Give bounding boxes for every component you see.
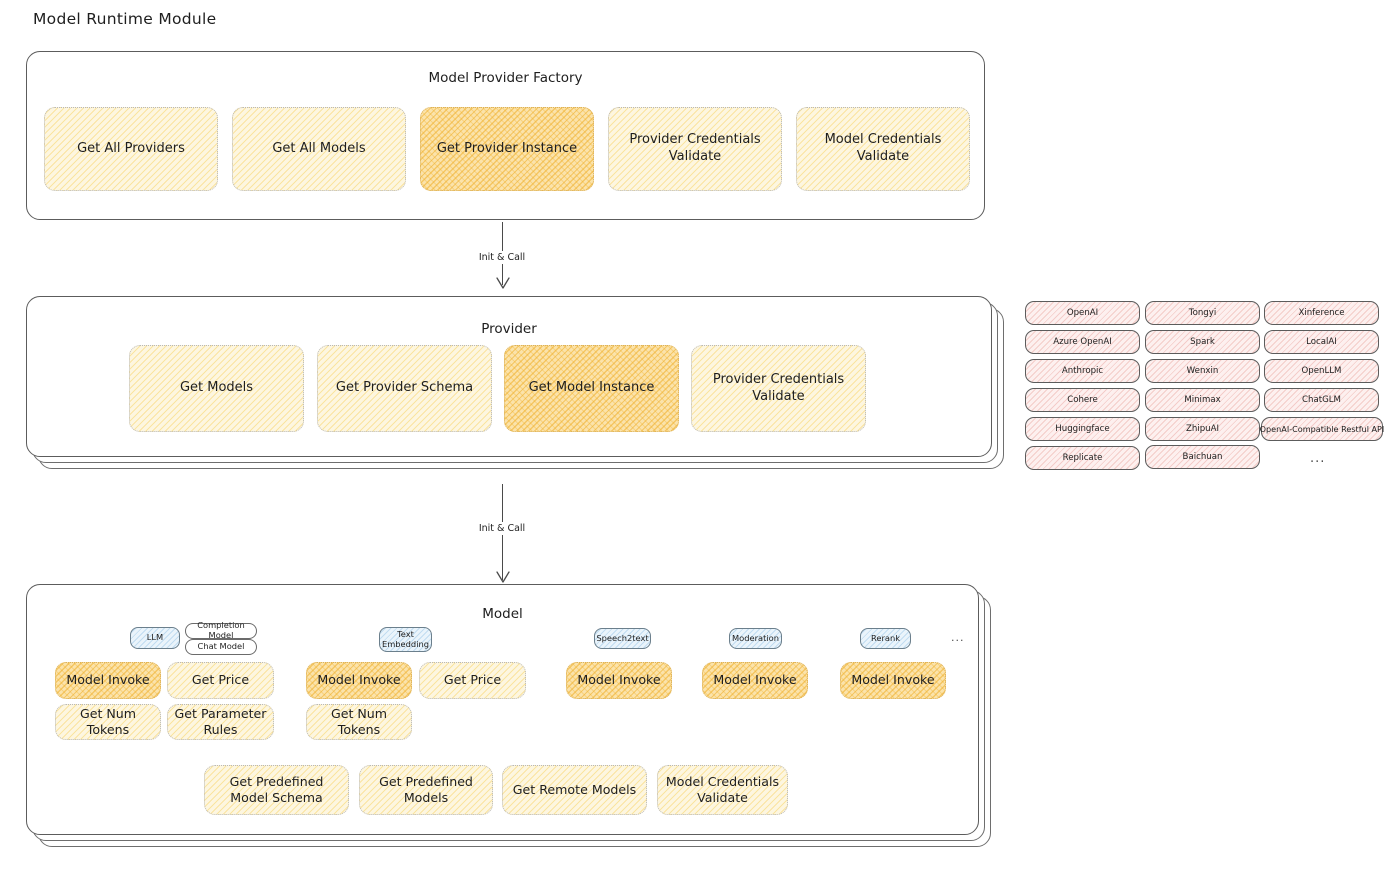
model-common-method-get-predefined-model-schema[interactable]: Get Predefined Model Schema [204,765,349,815]
factory-method-get-all-providers[interactable]: Get All Providers [44,107,218,191]
speech2text-method-model-invoke[interactable]: Model Invoke [566,662,672,699]
provider-chip-replicate[interactable]: Replicate [1025,446,1140,470]
page-title: Model Runtime Module [33,10,217,28]
provider-method-get-models[interactable]: Get Models [129,345,304,432]
provider-method-provider-credentials-validate[interactable]: Provider Credentials Validate [691,345,866,432]
model-subtag-completion-model[interactable]: Completion Model [185,620,257,640]
model-common-method-get-predefined-models[interactable]: Get Predefined Models [359,765,493,815]
provider-chip-openai-compatible-restful-api[interactable]: OpenAI-Compatible Restful API [1260,417,1384,441]
provider-chip-minimax[interactable]: Minimax [1145,388,1260,412]
provider-list-more-ellipsis: ... [1310,451,1326,466]
provider-chip-spark[interactable]: Spark [1145,330,1260,354]
arrow-factory-to-provider-label: Init & Call [474,251,530,264]
provider-chip-zhipuai[interactable]: ZhipuAI [1145,417,1260,441]
provider-chip-cohere[interactable]: Cohere [1025,388,1140,412]
llm-method-get-parameter-rules[interactable]: Get Parameter Rules [167,704,274,740]
model-type-tag-moderation[interactable]: Moderation [729,628,782,649]
moderation-method-model-invoke[interactable]: Model Invoke [702,662,808,699]
provider-chip-baichuan[interactable]: Baichuan [1145,445,1260,469]
model-types-more-ellipsis: ... [951,631,965,644]
arrow-provider-to-model-head [496,571,510,583]
model-provider-factory-title: Model Provider Factory [428,70,583,86]
arrow-factory-to-provider-head [496,277,510,289]
model-type-tag-llm[interactable]: LLM [130,627,180,649]
arrow-provider-to-model-label: Init & Call [474,522,530,535]
provider-chip-huggingface[interactable]: Huggingface [1025,417,1140,441]
factory-method-get-all-models[interactable]: Get All Models [232,107,406,191]
llm-method-model-invoke[interactable]: Model Invoke [55,662,161,699]
llm-method-get-price[interactable]: Get Price [167,662,274,699]
factory-method-model-credentials-validate[interactable]: Model Credentials Validate [796,107,970,191]
provider-method-get-model-instance[interactable]: Get Model Instance [504,345,679,432]
provider-method-get-provider-schema[interactable]: Get Provider Schema [317,345,492,432]
text-embedding-method-model-invoke[interactable]: Model Invoke [306,662,412,699]
model-type-tag-text-embedding[interactable]: Text Embedding [379,627,432,652]
provider-chip-chatglm[interactable]: ChatGLM [1264,388,1379,412]
provider-chip-anthropic[interactable]: Anthropic [1025,359,1140,383]
model-type-tag-speech2text[interactable]: Speech2text [594,628,651,649]
factory-method-get-provider-instance[interactable]: Get Provider Instance [420,107,594,191]
provider-chip-wenxin[interactable]: Wenxin [1145,359,1260,383]
provider-chip-xinference[interactable]: Xinference [1264,301,1379,325]
model-subtag-chat-model[interactable]: Chat Model [185,639,257,655]
model-title: Model [482,606,523,622]
model-type-tag-rerank[interactable]: Rerank [860,628,911,649]
provider-chip-tongyi[interactable]: Tongyi [1145,301,1260,325]
text-embedding-method-get-num-tokens[interactable]: Get Num Tokens [306,704,412,740]
rerank-method-model-invoke[interactable]: Model Invoke [840,662,946,699]
llm-method-get-num-tokens[interactable]: Get Num Tokens [55,704,161,740]
factory-method-provider-credentials-validate[interactable]: Provider Credentials Validate [608,107,782,191]
text-embedding-method-get-price[interactable]: Get Price [419,662,526,699]
provider-chip-openai[interactable]: OpenAI [1025,301,1140,325]
provider-chip-localai[interactable]: LocalAI [1264,330,1379,354]
model-common-method-get-remote-models[interactable]: Get Remote Models [502,765,647,815]
provider-chip-azure-openai[interactable]: Azure OpenAI [1025,330,1140,354]
provider-title: Provider [481,321,537,337]
model-common-method-model-credentials-validate[interactable]: Model Credentials Validate [657,765,788,815]
provider-chip-openllm[interactable]: OpenLLM [1264,359,1379,383]
